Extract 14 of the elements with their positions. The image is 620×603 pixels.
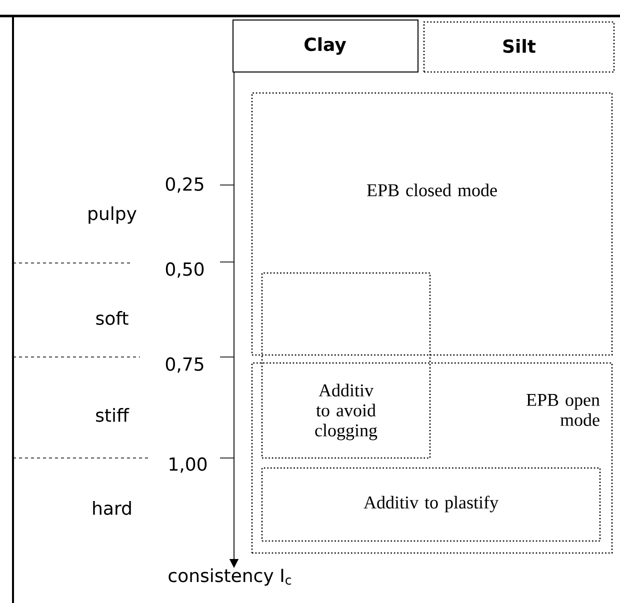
region-box: Additiv to avoid clogging — [261, 272, 431, 459]
tick-label: 1,00 — [170, 457, 207, 473]
region-box: Silt — [423, 21, 615, 73]
category-label: soft — [96, 311, 128, 325]
category-label: stiff — [96, 408, 130, 422]
tick-label: 0,50 — [166, 262, 204, 278]
region-box: EPB closed mode — [251, 92, 613, 356]
category-label: hard — [93, 501, 131, 515]
region-box: Clay — [232, 20, 418, 72]
category-label: pulpy — [88, 206, 136, 224]
region-box: Additiv to plastify — [261, 467, 601, 542]
axis-title: consistency I$_{c}$ — [168, 568, 292, 586]
tick-label: 0,75 — [166, 357, 204, 373]
tick-label: 0,25 — [166, 177, 204, 193]
